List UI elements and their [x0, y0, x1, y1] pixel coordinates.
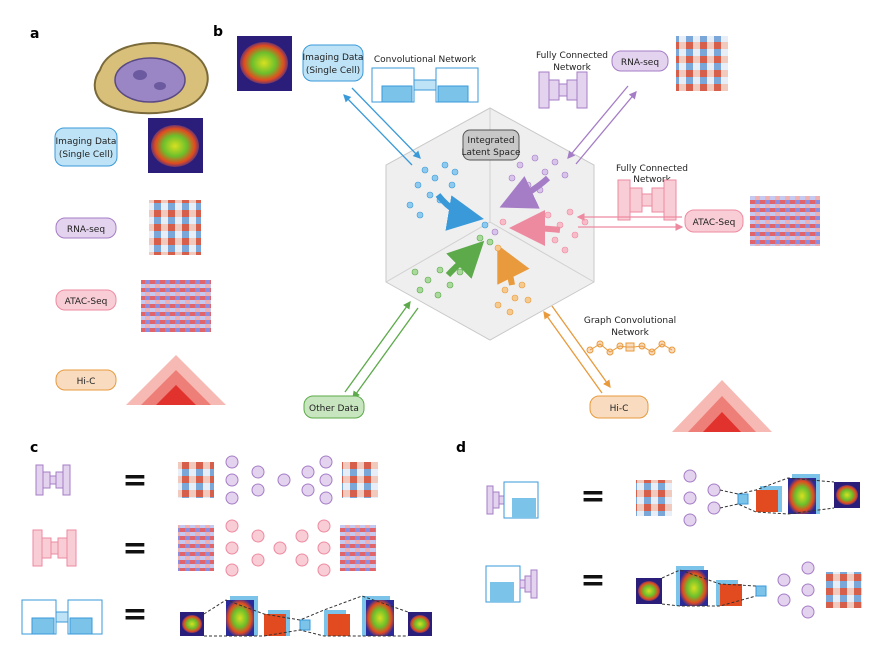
link-atacseq: [576, 213, 684, 231]
label-b-fc-net-2: Fully Connected Network: [616, 164, 688, 185]
equals-c3: =: [122, 597, 147, 632]
hic-triangle-a: [126, 355, 226, 405]
svg-text:RNA-seq: RNA-seq: [621, 58, 659, 68]
ae-detail-pink: [178, 519, 376, 577]
label-b-imaging: Imaging Data (Single Cell): [302, 44, 364, 82]
svg-text:Fully Connected: Fully Connected: [536, 51, 608, 61]
equals-d2: =: [580, 563, 605, 598]
cluster-center: [476, 218, 507, 252]
label-b-atacseq: ATAC-Seq: [684, 209, 744, 233]
label-b-fc-net-1: Fully Connected Network: [536, 51, 608, 73]
rna-to-image-icon: [486, 481, 539, 519]
fc-net-icon-pink-b: [617, 179, 677, 221]
label-a-rnaseq: RNA-seq: [55, 217, 117, 239]
label-a-hic: Hi-C: [55, 369, 117, 391]
svg-text:Network: Network: [611, 328, 649, 338]
svg-text:Graph Convolutional: Graph Convolutional: [584, 316, 676, 326]
image-to-rna-icon: [485, 565, 538, 603]
svg-text:Latent Space: Latent Space: [461, 148, 521, 158]
fc-net-icon-purple-c: [35, 464, 71, 496]
equals-d1: =: [580, 479, 605, 514]
label-b-latent: Integrated Latent Space: [461, 129, 521, 161]
panel-label-a: a: [30, 26, 39, 42]
rnaseq-heatmap-b: [676, 36, 728, 91]
svg-text:Fully Connected: Fully Connected: [616, 164, 688, 174]
label-b-conv-net: Convolutional Network: [374, 55, 477, 65]
link-imaging: [343, 87, 421, 166]
rna-to-image-detail: [636, 469, 860, 527]
svg-text:Network: Network: [553, 63, 591, 73]
fc-net-icon-pink-c: [32, 529, 77, 567]
svg-text:(Single Cell): (Single Cell): [306, 66, 360, 76]
conv-detail-c: [180, 595, 432, 637]
arrow-orange-inward: [497, 244, 530, 286]
panel-label-c: c: [30, 440, 38, 456]
cell-image-b: [237, 36, 292, 91]
image-to-rna-detail: [636, 561, 862, 619]
atacseq-heatmap-a: [141, 280, 211, 332]
svg-text:Imaging Data: Imaging Data: [56, 137, 117, 147]
svg-text:ATAC-Seq: ATAC-Seq: [693, 218, 736, 228]
ae-detail-purple: [178, 455, 378, 505]
label-a-imaging: Imaging Data (Single Cell): [54, 127, 118, 167]
label-a-atacseq: ATAC-Seq: [55, 289, 117, 311]
svg-text:Hi-C: Hi-C: [610, 404, 629, 414]
cell-image-a: [148, 118, 203, 173]
svg-text:RNA-seq: RNA-seq: [67, 225, 105, 235]
panel-label-d: d: [456, 440, 466, 456]
label-b-other: Other Data: [303, 395, 365, 419]
link-hic: [543, 305, 611, 394]
label-b-rnaseq: RNA-seq: [611, 50, 669, 72]
hic-triangle-b: [672, 380, 772, 432]
arrow-pink-inward: [509, 210, 561, 247]
cluster-orange: [494, 281, 532, 316]
link-other: [344, 300, 419, 400]
conv-net-icon-c: [21, 599, 103, 635]
rnaseq-heatmap-a: [149, 200, 201, 255]
label-b-gcn: Graph Convolutional Network: [584, 316, 676, 338]
svg-text:Network: Network: [633, 175, 671, 185]
arrow-green-inward: [445, 240, 485, 279]
arrow-purple-inward: [499, 175, 551, 209]
label-b-hic: Hi-C: [589, 395, 649, 419]
svg-text:ATAC-Seq: ATAC-Seq: [65, 297, 108, 307]
conv-net-icon-b: [371, 67, 479, 103]
gcn-icon-b: [586, 340, 676, 356]
equals-c1: =: [122, 463, 147, 498]
svg-text:Hi-C: Hi-C: [77, 377, 96, 387]
atacseq-heatmap-b: [750, 196, 820, 246]
latent-space-cube: [385, 107, 595, 341]
link-rnaseq: [567, 85, 637, 165]
svg-text:Integrated: Integrated: [467, 136, 514, 146]
equals-c2: =: [122, 531, 147, 566]
svg-text:Imaging Data: Imaging Data: [303, 53, 364, 63]
fc-net-icon-purple-b: [538, 71, 588, 109]
cell-illustration: [93, 42, 209, 115]
panel-label-b: b: [213, 24, 223, 40]
arrow-blue-inward: [435, 193, 484, 231]
svg-text:(Single Cell): (Single Cell): [59, 150, 113, 160]
svg-text:Other Data: Other Data: [309, 404, 359, 414]
